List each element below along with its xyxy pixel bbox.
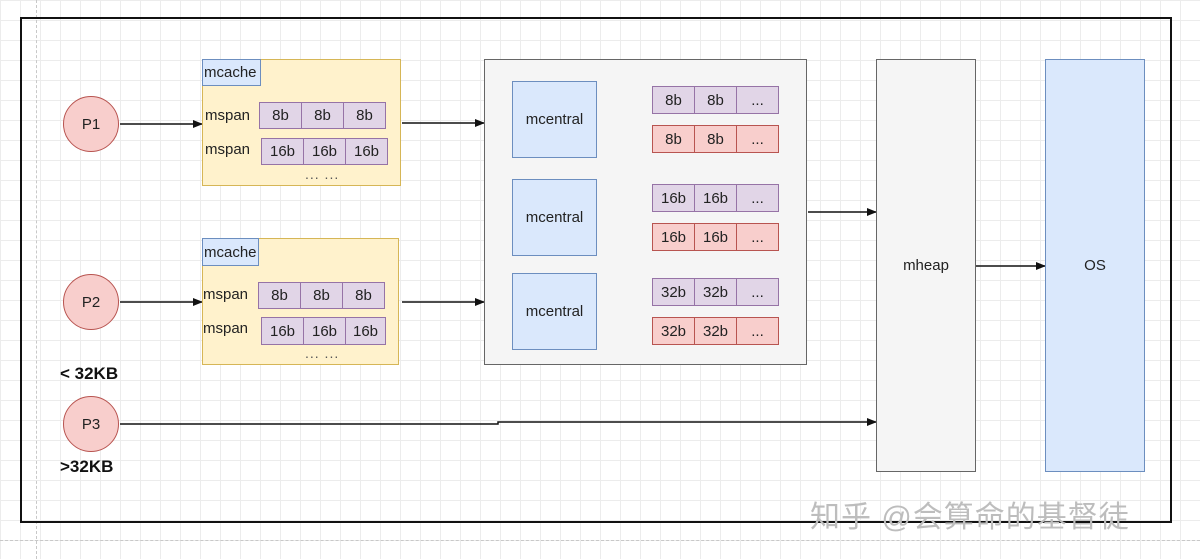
mspan-label: mspan [203,320,249,337]
central-cell: ... [736,278,779,306]
processor-p2: P2 [63,274,119,330]
span-cell: 8b [259,102,302,129]
span-cell: 16b [303,138,346,165]
processor-p2-label: P2 [81,293,101,311]
mcentral-label: mcentral [525,209,584,226]
processor-p1-label: P1 [81,115,101,133]
central-cell: ... [736,86,779,114]
mcentral-box-2: mcentral [512,179,597,256]
mcentral-box-1: mcentral [512,81,597,158]
central-cell: 32b [652,317,695,345]
central-cell: 16b [694,223,737,251]
mspan-label: mspan [203,286,249,303]
mcentral-label: mcentral [525,111,584,128]
mcache-label-2: mcache [202,238,259,266]
processor-p3-label: P3 [81,415,101,433]
guide-line-horizontal [0,540,1200,541]
central-cell: 8b [694,86,737,114]
span-cell: 8b [343,102,386,129]
central-cell: 16b [652,184,695,212]
central-cell: 8b [652,86,695,114]
span-cell: 16b [261,138,304,165]
central-cell: ... [736,223,779,251]
central-cell: ... [736,184,779,212]
span-cell: 8b [258,282,301,309]
central-cell: 16b [694,184,737,212]
central-cell: ... [736,317,779,345]
span-cell: 16b [261,317,304,345]
ellipsis: ... ... [305,166,340,182]
guide-line-vertical [36,0,37,559]
central-cell: 32b [694,278,737,306]
ellipsis: ... ... [305,345,340,361]
watermark: 知乎 @会算命的基督徒 [810,501,1130,534]
mspan-label: mspan [205,107,251,124]
central-cell: ... [736,125,779,153]
mcache-label-1: mcache [202,59,261,86]
span-cell: 8b [342,282,385,309]
processor-p1: P1 [63,96,119,152]
span-cell: 8b [301,102,344,129]
central-cell: 8b [694,125,737,153]
os-box: OS [1045,59,1145,472]
arrow-p3-to-mheap [120,418,877,426]
span-cell: 16b [303,317,346,345]
diagram-frame [20,17,1172,523]
mheap-label: mheap [903,257,949,274]
central-cell: 16b [652,223,695,251]
processor-p3: P3 [63,396,119,452]
mspan-label: mspan [205,141,251,158]
mcentral-label: mcentral [525,303,584,320]
span-cell: 16b [345,317,386,345]
central-cell: 8b [652,125,695,153]
os-label: OS [1084,257,1106,274]
central-cell: 32b [694,317,737,345]
mheap-box: mheap [876,59,976,472]
span-cell: 8b [300,282,343,309]
size-label-large: >32KB [60,457,114,476]
mcentral-box-3: mcentral [512,273,597,350]
span-cell: 16b [345,138,388,165]
central-cell: 32b [652,278,695,306]
size-label-small: < 32KB [60,364,119,383]
